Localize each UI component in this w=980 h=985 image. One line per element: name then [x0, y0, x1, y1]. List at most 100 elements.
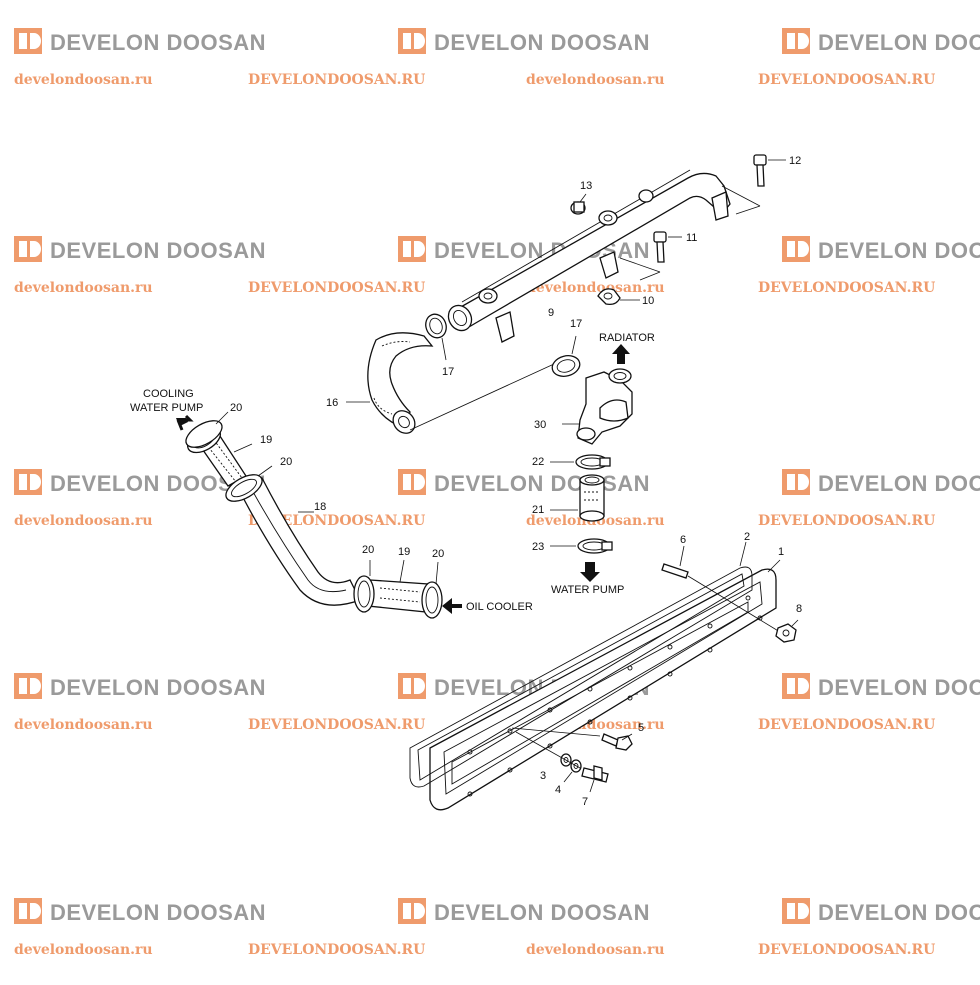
callout-11: 11 [686, 232, 697, 244]
watermark-url: DEVELONDOOSAN.RU [248, 942, 425, 958]
watermark-logo [782, 673, 810, 699]
watermark-logo [782, 469, 810, 495]
watermark-logo [14, 898, 42, 924]
watermark-url: develondoosan.ru [14, 513, 153, 529]
callout-17b: 17 [570, 318, 582, 330]
watermark-row-2: DEVELON DOOSAN DEVELON DOOSAN DEVELON DO… [14, 236, 980, 296]
watermark-brand: DEVELON DOOSAN [818, 30, 980, 55]
watermark-url: develondoosan.ru [526, 280, 665, 296]
watermark-logo [398, 28, 426, 54]
watermark-logo [398, 673, 426, 699]
watermark-url: develondoosan.ru [526, 942, 665, 958]
watermark-row-3: DEVELON DOOSAN DEVELON DOOSAN DEVELON DO… [14, 469, 980, 529]
callout-20b: 20 [280, 456, 292, 468]
oil-cooler-cover-1 [429, 559, 781, 811]
watermark-logo [398, 898, 426, 924]
watermark-url: DEVELONDOOSAN.RU [758, 717, 935, 733]
arrow-left-icon [442, 598, 462, 614]
watermark-brand: DEVELON DOOSAN [818, 675, 980, 700]
watermark-url: DEVELONDOOSAN.RU [758, 280, 935, 296]
callout-16: 16 [326, 397, 338, 409]
callout-13: 13 [580, 180, 592, 192]
watermark-brand: DEVELON DOOSAN [818, 238, 980, 263]
watermark-logo [14, 673, 42, 699]
arrow-down-icon [580, 562, 600, 582]
hose-18 [237, 477, 361, 606]
callout-8: 8 [796, 603, 802, 615]
clamp-17a [425, 313, 447, 361]
callout-10: 10 [642, 295, 654, 307]
callout-19b: 19 [398, 546, 410, 558]
watermark-brand: DEVELON DOOSAN [818, 900, 980, 925]
callout-4: 4 [555, 784, 561, 796]
watermark-row-5: DEVELON DOOSAN DEVELON DOOSAN DEVELON DO… [14, 898, 980, 958]
plug-13 [570, 193, 587, 215]
flow-labels: COOLING WATER PUMP RADIATOR WATER PUMP O… [130, 332, 655, 613]
stud-6 [661, 545, 781, 633]
nut-8 [775, 619, 799, 643]
clamp-20c [353, 560, 375, 613]
watermark-url: DEVELONDOOSAN.RU [248, 72, 425, 88]
stud-7 [515, 731, 609, 793]
watermark-url: develondoosan.ru [14, 717, 153, 733]
callout-numbers: 12 13 11 10 9 17 17 16 30 20 19 20 18 22… [230, 155, 802, 808]
clamp-23 [550, 538, 613, 554]
watermark-logo [14, 469, 42, 495]
arrow-cooling-pump [176, 414, 194, 431]
callout-20a: 20 [230, 402, 242, 414]
bolt-holes [467, 595, 763, 797]
callout-18: 18 [314, 501, 326, 513]
watermark-brand: DEVELON DOOSAN [434, 900, 650, 925]
clamp-20a [185, 411, 229, 448]
callout-3: 3 [540, 770, 546, 782]
watermark-url: DEVELONDOOSAN.RU [248, 513, 425, 529]
upper-hose-16 [346, 332, 555, 434]
watermark-url: DEVELONDOOSAN.RU [758, 942, 935, 958]
callout-30: 30 [534, 419, 546, 431]
label-radiator: RADIATOR [599, 332, 655, 344]
callout-22: 22 [532, 456, 544, 468]
watermark-url: DEVELONDOOSAN.RU [758, 72, 935, 88]
callout-20d: 20 [432, 548, 444, 560]
bolt-5 [511, 727, 633, 751]
callout-2: 2 [744, 531, 750, 543]
watermark-url: DEVELONDOOSAN.RU [758, 513, 935, 529]
watermark-brand: DEVELON DOOSAN [50, 675, 266, 700]
callout-19a: 19 [260, 434, 272, 446]
callout-12: 12 [789, 155, 801, 167]
callout-20c: 20 [362, 544, 374, 556]
gasket-10 [597, 288, 640, 306]
clamp-20b [225, 465, 273, 502]
label-water-pump-top: WATER PUMP [130, 402, 203, 414]
hose-21 [550, 474, 605, 522]
gasket-2 [409, 541, 753, 788]
watermark-brand: DEVELON DOOSAN [50, 30, 266, 55]
watermark-brand: DEVELON DOOSAN [434, 238, 650, 263]
watermark-logo [398, 469, 426, 495]
label-cooling: COOLING [143, 388, 194, 400]
callout-5: 5 [638, 722, 644, 734]
watermark-url: DEVELONDOOSAN.RU [248, 717, 425, 733]
watermark-logo [398, 236, 426, 262]
watermark-layer: DEVELON DOOSAN DEVELON DOOSAN DEVELON DO… [14, 28, 980, 958]
bolt-11 [619, 231, 682, 281]
label-oil-cooler: OIL COOLER [466, 601, 533, 613]
watermark-row-1: DEVELON DOOSAN DEVELON DOOSAN DEVELON DO… [14, 28, 980, 88]
clamp-17b [551, 335, 581, 377]
callout-17a: 17 [442, 366, 454, 378]
watermark-logo [782, 236, 810, 262]
watermark-logo [782, 898, 810, 924]
callout-7: 7 [582, 796, 588, 808]
arrow-up-icon [612, 344, 630, 364]
watermark-url: develondoosan.ru [14, 942, 153, 958]
watermark-brand: DEVELON DOOSAN [50, 900, 266, 925]
watermark-logo [14, 236, 42, 262]
watermark-url: develondoosan.ru [14, 280, 153, 296]
hose-19-lower [367, 559, 429, 613]
callout-1: 1 [778, 546, 784, 558]
callout-6: 6 [680, 534, 686, 546]
watermark-logo [14, 28, 42, 54]
callout-9: 9 [548, 307, 554, 319]
